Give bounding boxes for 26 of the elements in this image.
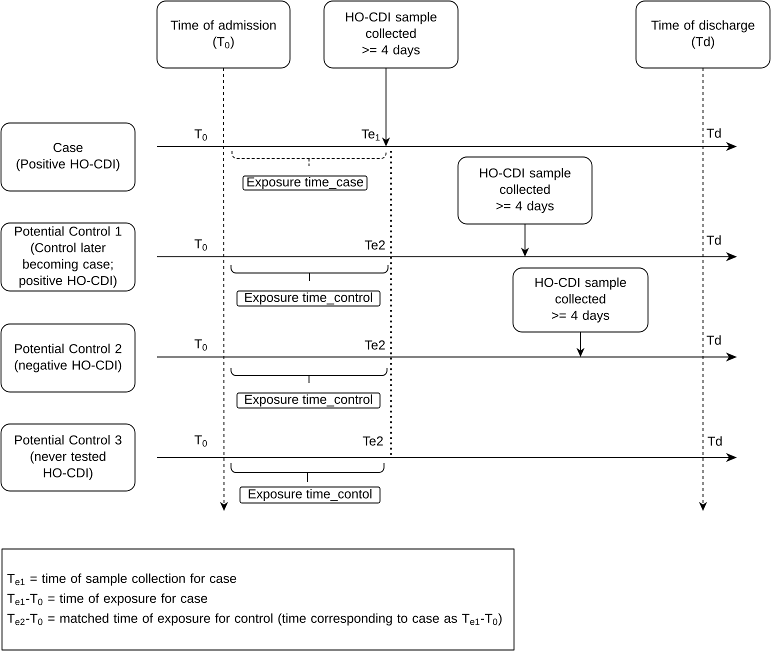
group-box: Potential Control 1 (Control later becoming case; positive HO-CDI): [0, 222, 136, 292]
event-box: HO-CDI sample collected >= 4 days: [324, 0, 458, 68]
time-label: Te2: [364, 340, 385, 350]
group-box: Potential Control 3 (never tested HO-CDI): [0, 424, 136, 492]
time-label: Td: [706, 128, 721, 138]
time-label: Te2: [364, 240, 385, 250]
time-label: Te2: [362, 436, 383, 446]
time-label: Td: [706, 335, 721, 345]
time-label: T$_{0}$: [194, 239, 207, 251]
time-label: T$_{0}$: [194, 129, 207, 141]
exposure-label: Exposure time_control: [236, 290, 380, 306]
exposure-label: Exposure time_control: [236, 392, 380, 408]
exposure-label: Exposure time_contol: [240, 486, 380, 504]
time-label: Td: [706, 235, 721, 245]
time-label: Td: [708, 436, 722, 446]
exposure-label: Exposure time_case: [242, 176, 368, 190]
group-box: Potential Control 2 (negative HO-CDI): [0, 324, 136, 392]
event-box: HO-CDI sample collected >= 4 days: [512, 268, 648, 332]
time-label: Te$_{1}$: [362, 129, 380, 140]
time-label: T$_{0}$: [194, 339, 207, 351]
event-box: HO-CDI sample collected >= 4 days: [458, 156, 592, 224]
time-label: T$_{0}$: [194, 435, 207, 447]
event-box: Time of discharge (Td): [636, 0, 770, 68]
definitions-box: T$_{e1}$ = time of sample collection for case T$_{e1}$-T$_{0}$ = time of exposure for case T$_{e2}$-T$_{0}$ = matched time of exposure for control (time corresponding to case as T$_{e1}$-T$_{0}$): [2, 548, 514, 650]
event-box: Time of admission (T$_{0}$): [156, 0, 290, 68]
group-box: Case (Positive HO-CDI): [0, 122, 136, 192]
